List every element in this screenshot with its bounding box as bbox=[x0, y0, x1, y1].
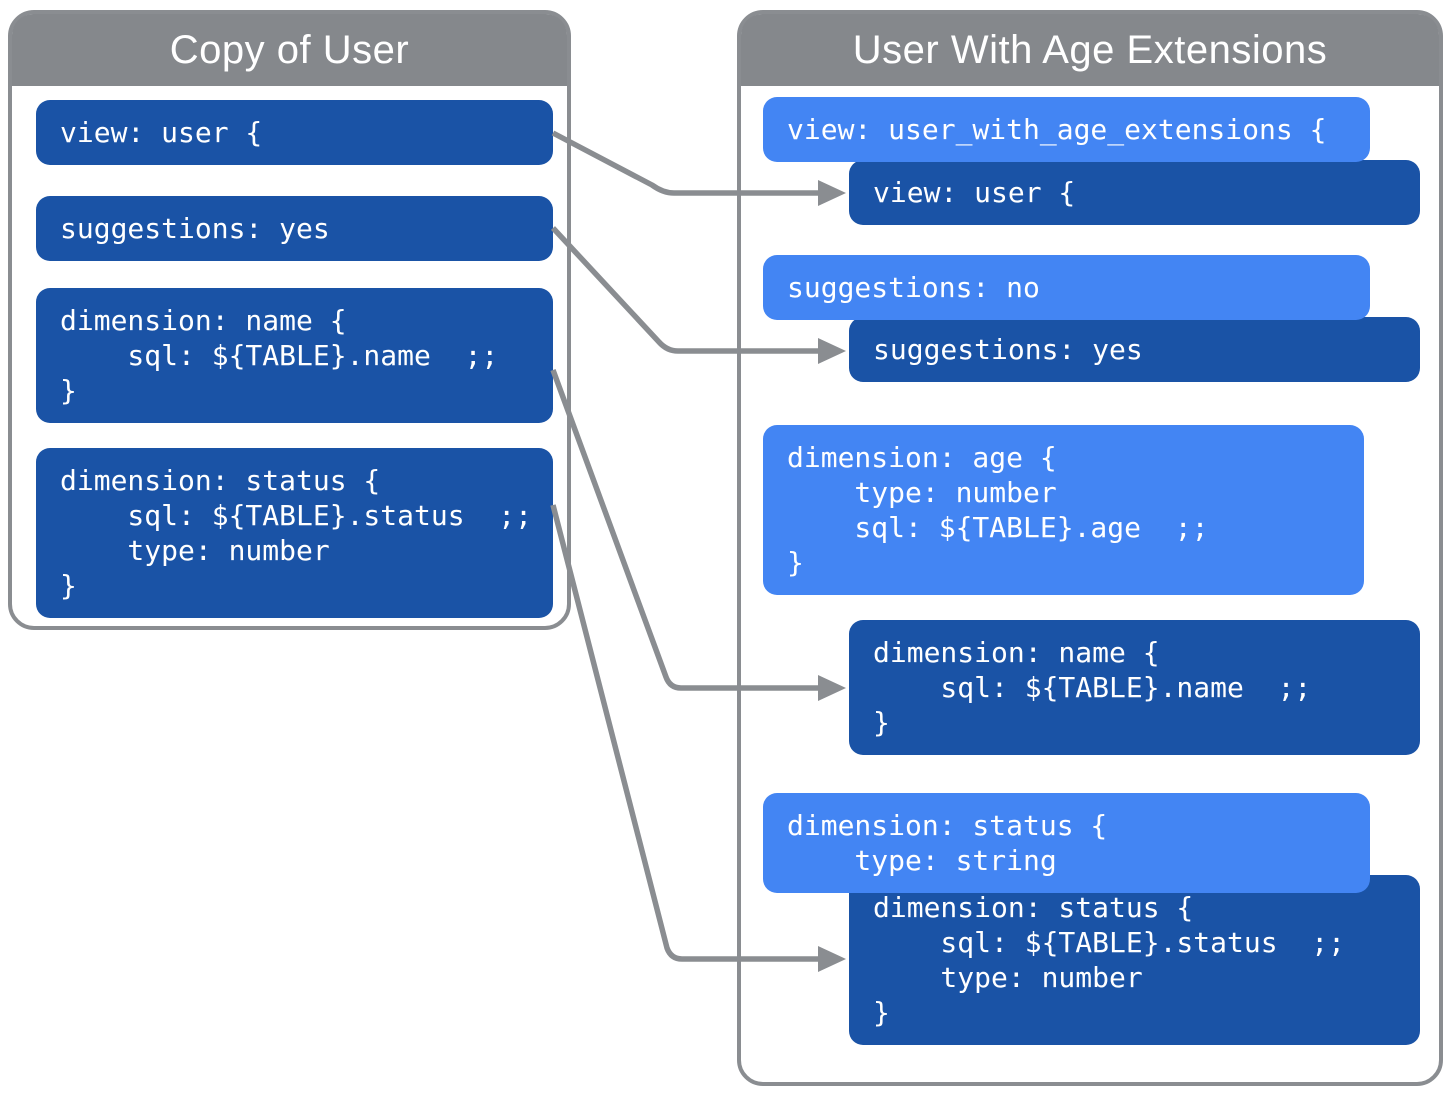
panel-copy-of-user: Copy of User view: user { suggestions: y… bbox=[8, 10, 571, 630]
code-block-dimension-status-inherited: dimension: status { sql: ${TABLE}.status… bbox=[849, 875, 1420, 1045]
code-block-suggestions-no: suggestions: no bbox=[763, 255, 1370, 320]
code-block-view-user: view: user { bbox=[36, 100, 553, 165]
code-block-dimension-status: dimension: status { sql: ${TABLE}.status… bbox=[36, 448, 553, 618]
code-block-view-user-with-age-extensions: view: user_with_age_extensions { bbox=[763, 97, 1370, 162]
panel-title: Copy of User bbox=[169, 27, 410, 72]
code-block-dimension-age: dimension: age { type: number sql: ${TAB… bbox=[763, 425, 1364, 595]
code-block-dimension-status-override: dimension: status { type: string bbox=[763, 793, 1370, 893]
panel-title: User With Age Extensions bbox=[852, 27, 1328, 72]
code-block-view-user-inherited: view: user { bbox=[849, 160, 1420, 225]
code-block-dimension-name: dimension: name { sql: ${TABLE}.name ;; … bbox=[36, 288, 553, 423]
code-block-suggestions-yes: suggestions: yes bbox=[36, 196, 553, 261]
panel-header-user-with-age-extensions: User With Age Extensions bbox=[741, 14, 1439, 86]
panel-header-copy-of-user: Copy of User bbox=[12, 14, 567, 86]
panel-user-with-age-extensions: User With Age Extensions view: user { vi… bbox=[737, 10, 1443, 1086]
code-block-suggestions-yes-inherited: suggestions: yes bbox=[849, 317, 1420, 382]
code-block-dimension-name-inherited: dimension: name { sql: ${TABLE}.name ;; … bbox=[849, 620, 1420, 755]
